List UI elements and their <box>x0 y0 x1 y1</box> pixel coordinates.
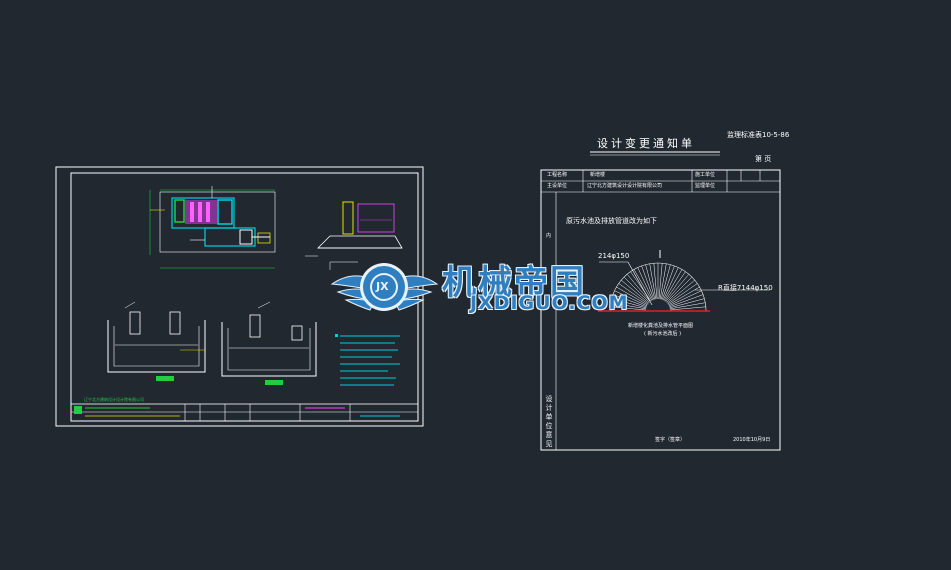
row1-value: 新增楼 <box>590 172 606 178</box>
watermark-cn: 机械帝国 <box>442 263 586 303</box>
fan-line <box>614 290 648 307</box>
dim-right: R直接7144φ150 <box>718 284 773 292</box>
side-label-bottom: 设计单位意见 <box>545 395 553 449</box>
plan-caption: 新增楼化粪池及排水管平面图 <box>628 323 694 329</box>
row1-label: 工程名称 <box>547 172 568 178</box>
fan-line <box>621 279 649 304</box>
sign-label: 签字（签章） <box>655 437 686 443</box>
plan-view[interactable] <box>149 186 276 269</box>
fan-line <box>663 269 683 301</box>
notice-title: 设计变更通知单 <box>597 137 695 150</box>
fan-line <box>645 264 656 300</box>
fan-line <box>658 263 663 300</box>
title-block <box>70 403 419 422</box>
gear-icon <box>360 263 408 311</box>
fan-line <box>669 302 706 310</box>
fan-line <box>633 269 653 301</box>
sheet-outer-border <box>55 166 424 427</box>
form-border <box>540 169 781 451</box>
fan-line <box>662 267 679 301</box>
row2-right-label: 监理单位 <box>695 183 716 189</box>
form-code: 监理标准表10-5-86 <box>727 131 790 139</box>
content-line: 原污水池及排放管道改为如下 <box>566 217 657 225</box>
section-view-small[interactable] <box>305 201 403 270</box>
row2-value: 辽宁北方建筑设计设计院有限公司 <box>587 183 663 189</box>
fan-line <box>610 306 647 311</box>
fan-arc <box>609 262 707 312</box>
fan-line <box>660 264 671 300</box>
plan-subcaption: ( 新污水池改后 ) <box>644 331 682 337</box>
fan-line <box>616 286 648 306</box>
fan-line <box>612 294 647 308</box>
fan-line <box>611 298 647 309</box>
section-view-right[interactable] <box>221 301 317 385</box>
dim-left: 214φ150 <box>598 252 630 260</box>
fan-line <box>637 267 654 301</box>
notes-block <box>335 334 400 386</box>
watermark-en: JXDIGUO.COM <box>470 292 629 314</box>
side-label-top: 内 <box>546 233 552 239</box>
fan-line <box>630 271 652 302</box>
fan-line <box>665 274 690 302</box>
fan-line <box>623 276 650 303</box>
title-block-company: 辽宁北方建筑设计设计院有限公司 <box>84 397 144 402</box>
fan-line <box>659 263 667 300</box>
notice-date: 2010年10月9日 <box>733 437 771 443</box>
fan-line <box>649 263 657 300</box>
fan-line <box>668 290 702 307</box>
section-view-left[interactable] <box>107 301 206 381</box>
fan-line <box>666 276 693 303</box>
fan-line <box>669 298 705 309</box>
watermark-badge: JX <box>376 280 389 293</box>
fan-line <box>661 265 675 300</box>
row1-right-label: 施工单位 <box>695 172 716 178</box>
fan-line <box>669 294 704 308</box>
fan-line <box>667 279 695 304</box>
fan-line <box>641 265 655 300</box>
radial-pipe-diagram[interactable] <box>598 250 770 312</box>
fan-line <box>610 302 647 310</box>
fan-line <box>626 274 651 302</box>
fan-line <box>669 306 706 311</box>
fan-line <box>667 283 698 305</box>
row2-label: 主设单位 <box>547 183 568 189</box>
fan-line <box>664 271 686 302</box>
fan-line <box>618 283 649 305</box>
page-label: 第 页 <box>755 155 772 163</box>
fan-line <box>653 263 658 300</box>
fan-line <box>668 286 700 306</box>
